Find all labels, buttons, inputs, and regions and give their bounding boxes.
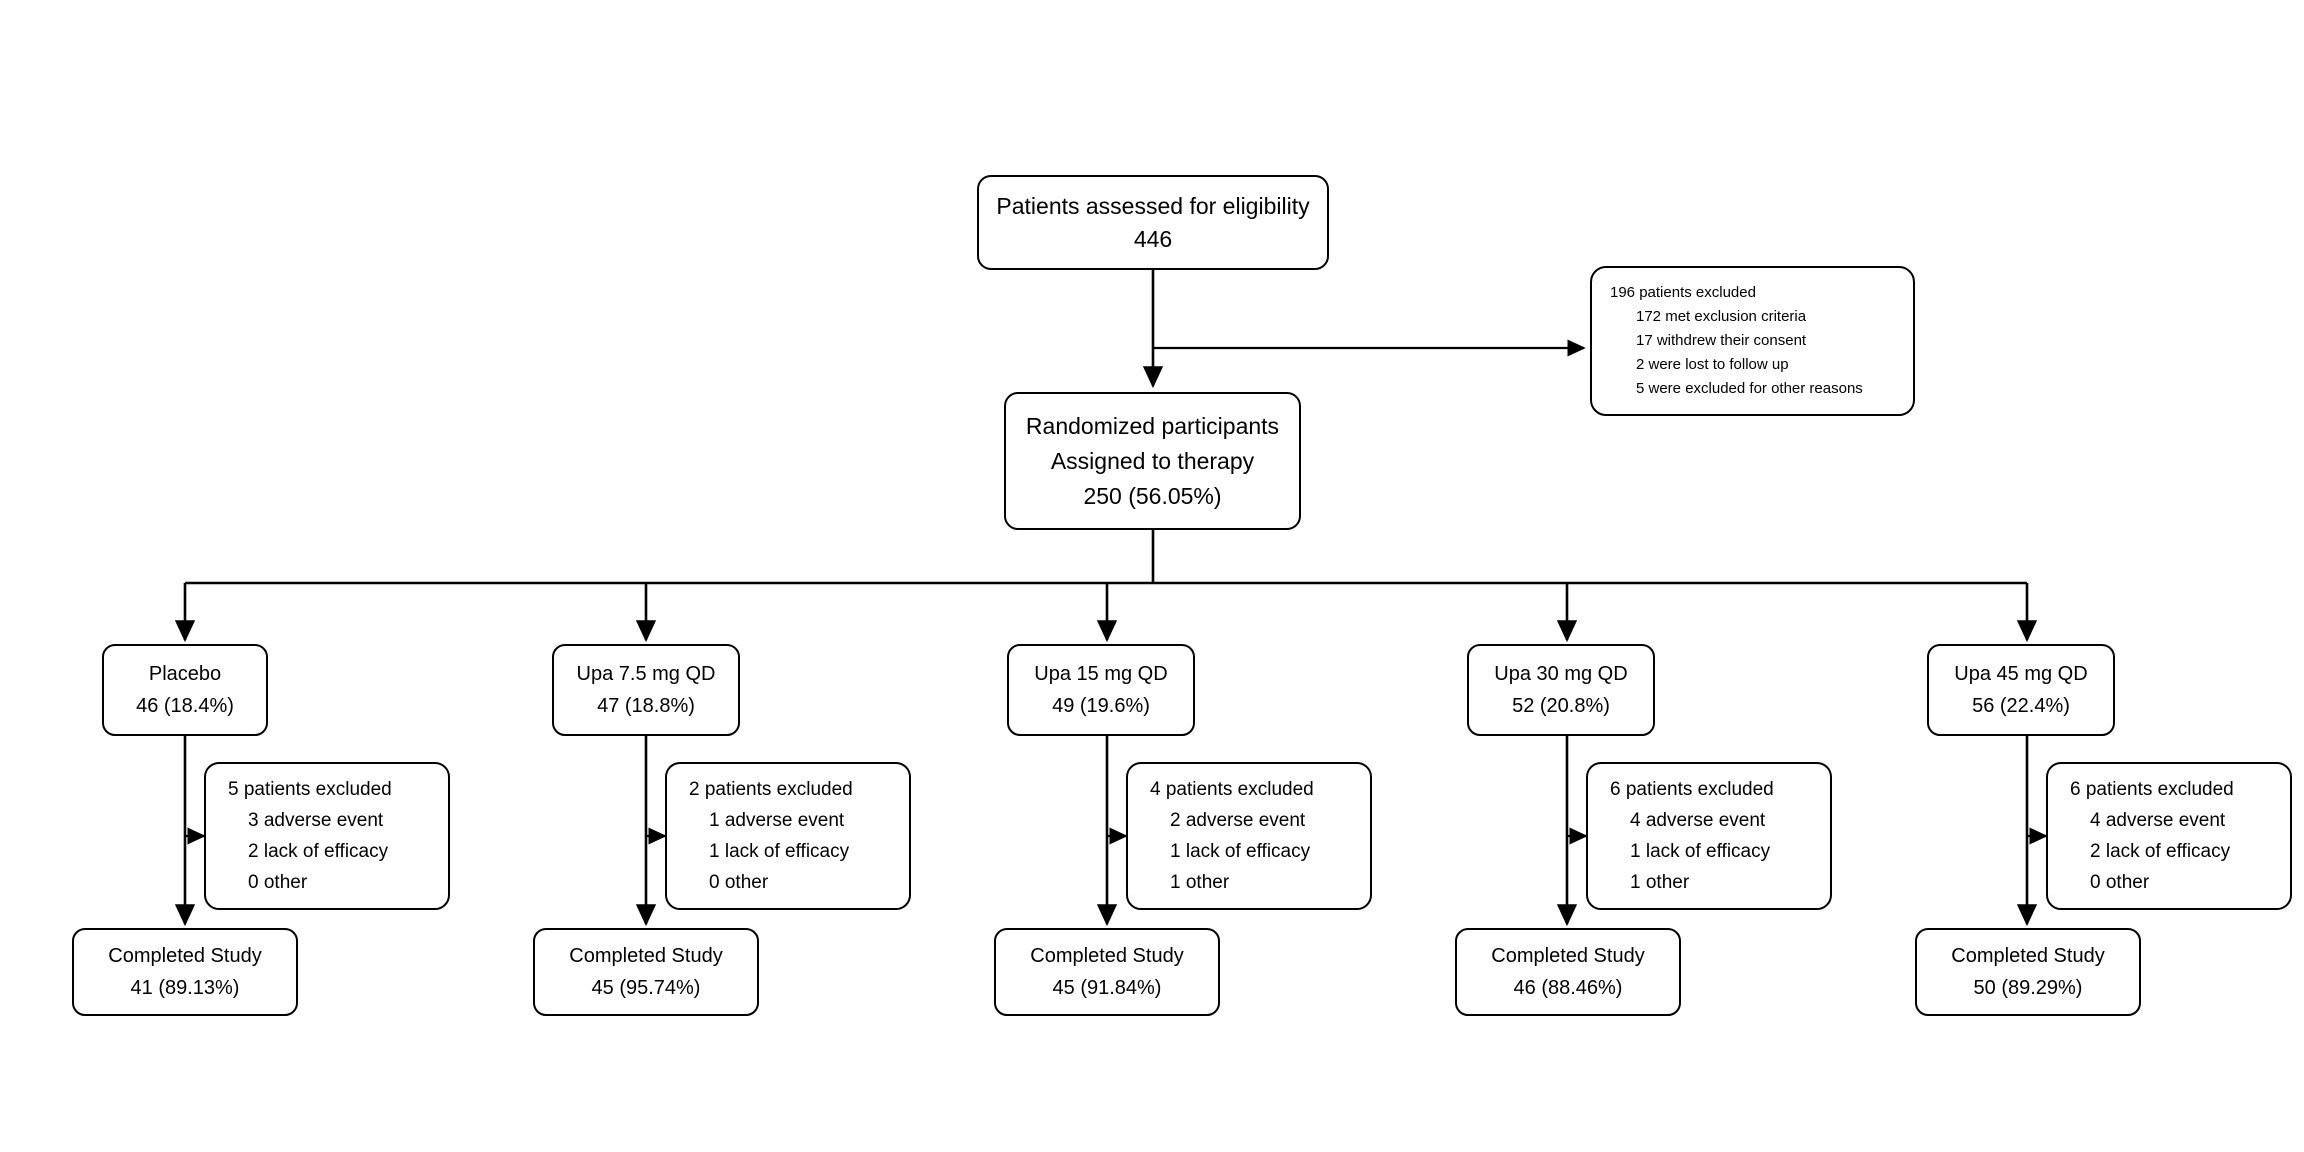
- dropout-header: 6 patients excluded: [2070, 779, 2234, 800]
- randomized-line-2: Assigned to therapy: [1050, 447, 1255, 474]
- screening-exclusion-reason: 172 met exclusion criteria: [1636, 308, 1807, 325]
- dropout-reason: 1 lack of efficacy: [1630, 841, 1771, 862]
- node-dropout-upa-30: 6 patients excluded 4 adverse event 1 la…: [1586, 762, 1832, 910]
- completed-value: 50 (89.29%): [1973, 977, 2083, 999]
- arm-label: Upa 30 mg QD: [1494, 663, 1628, 685]
- dropout-reason: 1 adverse event: [709, 810, 845, 831]
- completed-label: Completed Study: [1951, 945, 2105, 967]
- dropout-reason: 3 adverse event: [248, 810, 384, 831]
- randomized-line-3: 250 (56.05%): [1083, 482, 1222, 509]
- node-dropout-placebo: 5 patients excluded 3 adverse event 2 la…: [204, 762, 450, 910]
- dropout-header: 6 patients excluded: [1610, 779, 1774, 800]
- node-arm-upa-30: Upa 30 mg QD 52 (20.8%): [1467, 644, 1655, 736]
- completed-value: 46 (88.46%): [1513, 977, 1623, 999]
- node-eligibility: Patients assessed for eligibility 446: [977, 175, 1329, 270]
- randomized-line-1: Randomized participants: [1025, 412, 1280, 439]
- node-randomized: Randomized participants Assigned to ther…: [1004, 392, 1301, 530]
- node-arm-upa-7-5: Upa 7.5 mg QD 47 (18.8%): [552, 644, 740, 736]
- arm-allocated: 49 (19.6%): [1052, 695, 1150, 717]
- dropout-header: 5 patients excluded: [228, 779, 392, 800]
- arm-label: Upa 45 mg QD: [1954, 663, 2088, 685]
- screening-exclusions-header: 196 patients excluded: [1610, 284, 1756, 301]
- completed-label: Completed Study: [1030, 945, 1184, 967]
- completed-value: 41 (89.13%): [130, 977, 240, 999]
- node-dropout-upa-15: 4 patients excluded 2 adverse event 1 la…: [1126, 762, 1372, 910]
- eligibility-count: 446: [1133, 225, 1173, 252]
- completed-value: 45 (95.74%): [591, 977, 701, 999]
- node-completed-upa-30: Completed Study 46 (88.46%): [1455, 928, 1681, 1016]
- dropout-reason: 0 other: [709, 872, 769, 893]
- node-arm-placebo: Placebo 46 (18.4%): [102, 644, 268, 736]
- node-dropout-upa-45: 6 patients excluded 4 adverse event 2 la…: [2046, 762, 2292, 910]
- node-arm-upa-15: Upa 15 mg QD 49 (19.6%): [1007, 644, 1195, 736]
- dropout-reason: 4 adverse event: [1630, 810, 1766, 831]
- node-completed-placebo: Completed Study 41 (89.13%): [72, 928, 298, 1016]
- dropout-reason: 1 other: [1170, 872, 1230, 893]
- screening-exclusion-reason: 2 were lost to follow up: [1636, 356, 1789, 373]
- eligibility-title: Patients assessed for eligibility: [996, 192, 1310, 219]
- completed-label: Completed Study: [108, 945, 262, 967]
- dropout-reason: 2 adverse event: [1170, 810, 1306, 831]
- arm-allocated: 46 (18.4%): [136, 695, 234, 717]
- node-dropout-upa-7-5: 2 patients excluded 1 adverse event 1 la…: [665, 762, 911, 910]
- dropout-header: 4 patients excluded: [1150, 779, 1314, 800]
- arm-label: Upa 15 mg QD: [1034, 663, 1168, 685]
- node-completed-upa-45: Completed Study 50 (89.29%): [1915, 928, 2141, 1016]
- node-arm-upa-45: Upa 45 mg QD 56 (22.4%): [1927, 644, 2115, 736]
- completed-value: 45 (91.84%): [1052, 977, 1162, 999]
- arm-label: Upa 7.5 mg QD: [576, 663, 716, 685]
- dropout-header: 2 patients excluded: [689, 779, 853, 800]
- node-completed-upa-7-5: Completed Study 45 (95.74%): [533, 928, 759, 1016]
- dropout-reason: 1 lack of efficacy: [1170, 841, 1311, 862]
- dropout-reason: 2 lack of efficacy: [2090, 841, 2231, 862]
- screening-exclusion-reason: 17 withdrew their consent: [1636, 332, 1807, 349]
- dropout-reason: 2 lack of efficacy: [248, 841, 389, 862]
- dropout-reason: 0 other: [2090, 872, 2150, 893]
- dropout-reason: 1 lack of efficacy: [709, 841, 850, 862]
- dropout-reason: 4 adverse event: [2090, 810, 2226, 831]
- arm-allocated: 56 (22.4%): [1972, 695, 2070, 717]
- dropout-reason: 1 other: [1630, 872, 1690, 893]
- node-screening-exclusions: 196 patients excluded 172 met exclusion …: [1590, 266, 1915, 416]
- node-completed-upa-15: Completed Study 45 (91.84%): [994, 928, 1220, 1016]
- completed-label: Completed Study: [569, 945, 723, 967]
- dropout-reason: 0 other: [248, 872, 308, 893]
- arm-allocated: 47 (18.8%): [597, 695, 695, 717]
- arm-label: Placebo: [148, 663, 222, 685]
- screening-exclusion-reason: 5 were excluded for other reasons: [1636, 380, 1863, 397]
- arm-allocated: 52 (20.8%): [1512, 695, 1610, 717]
- completed-label: Completed Study: [1491, 945, 1645, 967]
